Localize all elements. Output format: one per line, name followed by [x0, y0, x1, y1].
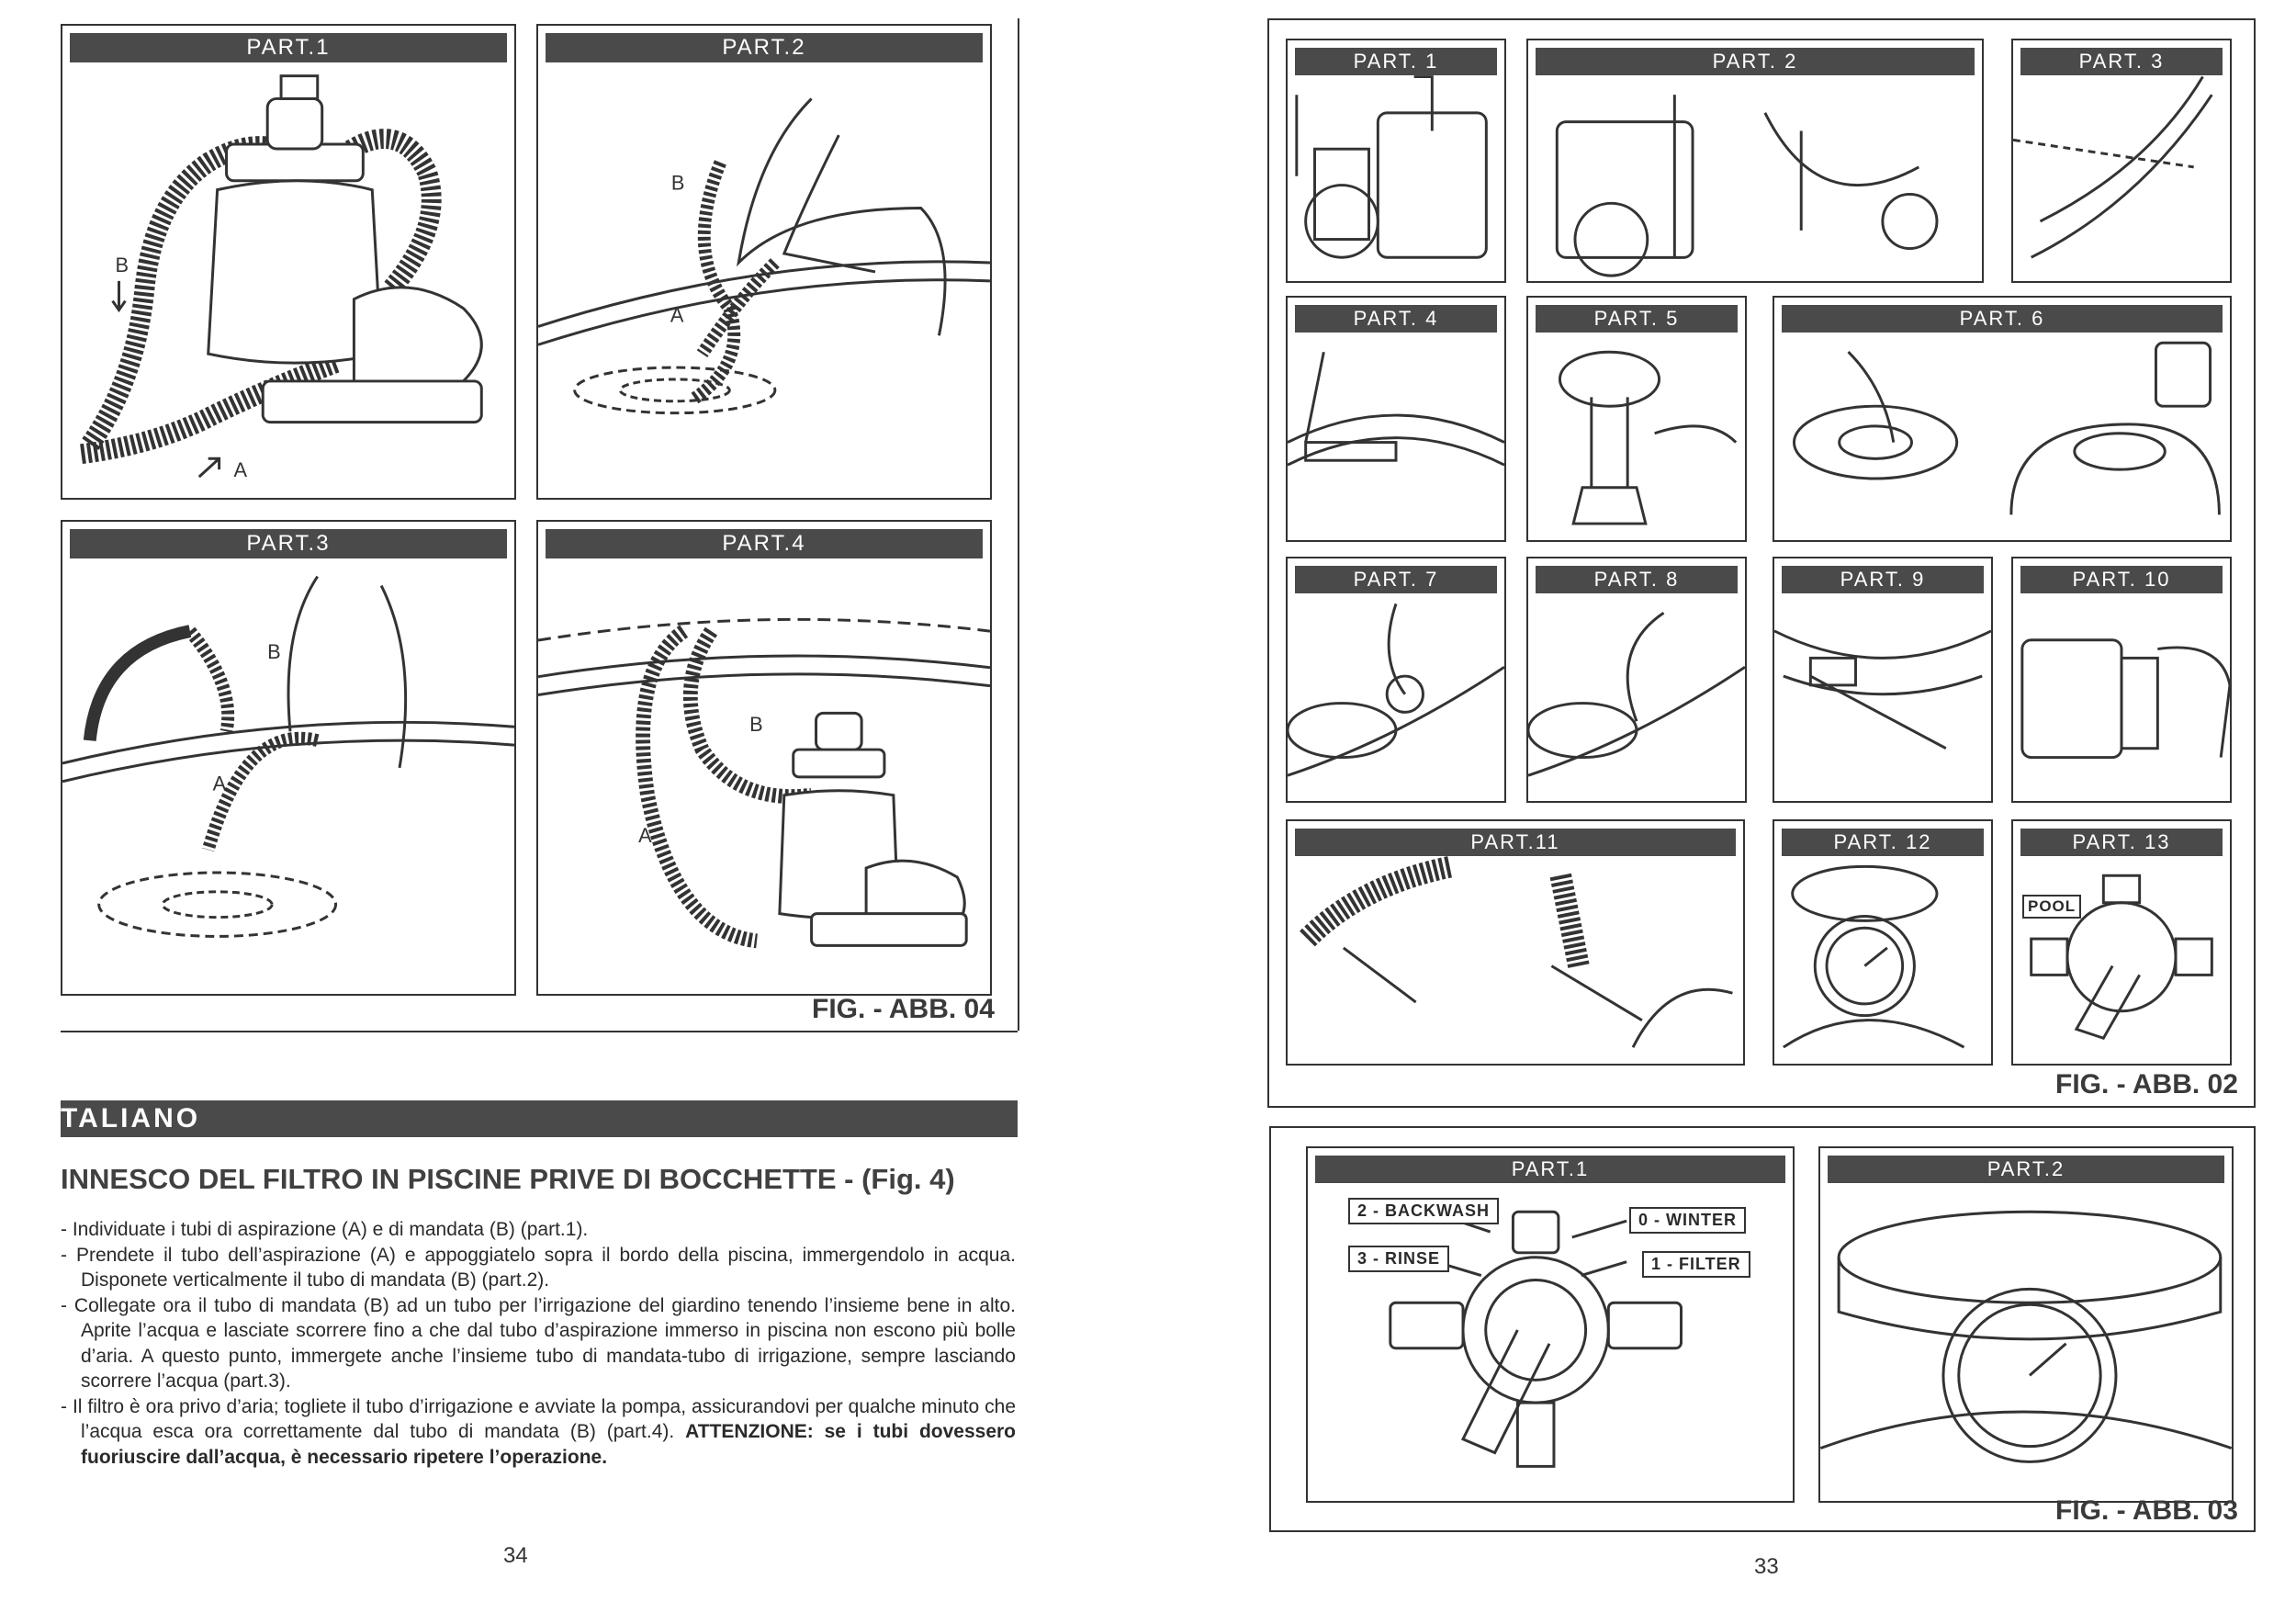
page-right-rule [1018, 18, 1019, 1031]
p4-b-label: B [749, 713, 763, 736]
fig02-part-12: PART. 12 [1773, 819, 1993, 1066]
instruction-3: - Collegate ora il tubo di mandata (B) a… [61, 1294, 1016, 1393]
clamp-ring-illustration [1288, 351, 1504, 467]
lateral-assembly-illustration [1558, 350, 1738, 525]
p3-b-label: B [267, 640, 281, 663]
fig02-part-9: PART. 9 [1773, 557, 1993, 803]
pressure-gauge-illustration [1783, 864, 1965, 1049]
fig03-frame [1269, 1126, 2256, 1532]
instruction-1: - Individuate i tubi di aspirazione (A) … [61, 1219, 589, 1240]
left-part-3-panel: PART.3 B A [61, 520, 516, 996]
fig02-part-6: PART. 6 [1773, 296, 2232, 542]
p1-a-label: A [233, 458, 247, 481]
left-part-4-panel: PART.4 B A [536, 520, 992, 996]
p3-a-label: A [213, 773, 227, 795]
tank-rim-illustration [2013, 75, 2213, 259]
rim-clean-illustration [1288, 603, 1504, 777]
fig02-part-2-title: PART. 2 [1536, 48, 1975, 75]
fig02-part-11: PART.11 [1286, 819, 1745, 1066]
fig03-part-1-title: PART.1 [1315, 1156, 1785, 1183]
sand-fill-illustration [1792, 341, 2221, 515]
fig02-part-4: PART. 4 [1286, 296, 1506, 542]
fig02-part-8: PART. 8 [1526, 557, 1747, 803]
left-fig-rule [61, 1031, 1018, 1032]
fig02-label: FIG. - ABB. 02 [2055, 1069, 2238, 1100]
fig03-label: FIG. - ABB. 03 [2055, 1495, 2238, 1526]
left-fig-label: FIG. - ABB. 04 [812, 994, 995, 1024]
gauge-detail-illustration [1820, 1210, 2232, 1463]
fig02-part-5-title: PART. 5 [1536, 305, 1738, 333]
pool-label: POOL [2022, 895, 2082, 919]
left-part-2-title: PART.2 [546, 33, 983, 62]
fig02-part-7: PART. 7 [1286, 557, 1506, 803]
fig02-part-12-title: PART. 12 [1782, 829, 1984, 856]
filter-running-illustration: B A [538, 617, 990, 949]
p2-a-label: A [670, 303, 684, 326]
p4-a-label: A [638, 824, 652, 847]
fig02-frame [1267, 18, 2256, 1108]
fig02-part-1: PART. 1 [1286, 39, 1506, 283]
fig02-part-2: PART. 2 [1526, 39, 1984, 283]
garden-hose-illustration: B A [62, 575, 514, 938]
fig02-part-8-title: PART. 8 [1536, 566, 1738, 593]
hose-clamp-illustration [1300, 855, 1733, 1048]
p2-b-label: B [671, 172, 685, 195]
fig02-part-5: PART. 5 [1526, 296, 1747, 542]
filter-label: 1 - FILTER [1642, 1251, 1750, 1278]
instruction-2: - Prendete il tubo dell’aspirazione (A) … [61, 1244, 1016, 1291]
left-part-4-title: PART.4 [546, 529, 983, 558]
fig02-part-11-title: PART.11 [1295, 829, 1736, 856]
port-connect-illustration [2020, 638, 2230, 760]
fig02-part-10-title: PART. 10 [2020, 566, 2223, 593]
instructions-body: - Individuate i tubi di aspirazione (A) … [61, 1217, 1016, 1470]
sand-filter-illustration: B A [79, 74, 483, 481]
fig02-part-4-title: PART. 4 [1295, 305, 1497, 333]
left-page-number: 34 [503, 1543, 528, 1568]
fig02-part-9-title: PART. 9 [1782, 566, 1984, 593]
fig03-part-2: PART.2 [1818, 1146, 2234, 1503]
valve-top-illustration [2030, 874, 2213, 1041]
fig02-part-10: PART. 10 [2011, 557, 2232, 803]
fig03-part-1: PART.1 2 - BACKWASH 3 - RINSE 0 - WINTER… [1306, 1146, 1795, 1503]
valve-closeup-illustration [1295, 75, 1488, 259]
instructions-heading: INNESCO DEL FILTRO IN PISCINE PRIVE DI B… [61, 1163, 955, 1195]
section-title: TALIANO [61, 1100, 1018, 1137]
hose-in-pool-illustration: B A [538, 97, 990, 415]
fig02-part-3-title: PART. 3 [2020, 48, 2223, 75]
left-part-1-panel: PART.1 B A [61, 24, 516, 500]
backwash-label: 2 - BACKWASH [1348, 1198, 1500, 1224]
clamp-tighten-illustration [1774, 629, 1991, 750]
warning-text: ATTENZIONE: se i tubi dovessero fuoriusc… [81, 1421, 1016, 1468]
instruction-4: - Il filtro è ora privo d’aria; togliete… [61, 1395, 1016, 1468]
fig02-part-13-title: PART. 13 [2020, 829, 2223, 856]
fig02-part-6-title: PART. 6 [1782, 305, 2223, 333]
oring-illustration [1528, 612, 1745, 777]
right-page-number: 33 [1754, 1554, 1779, 1579]
left-part-2-panel: PART.2 B A [536, 24, 992, 500]
left-part-1-title: PART.1 [70, 33, 507, 62]
left-part-3-title: PART.3 [70, 529, 507, 558]
fig02-part-7-title: PART. 7 [1295, 566, 1497, 593]
fig02-part-1-title: PART. 1 [1295, 48, 1497, 75]
winter-label: 0 - WINTER [1629, 1207, 1746, 1234]
fig03-part-2-title: PART.2 [1828, 1156, 2224, 1183]
fig02-part-13: PART. 13 POOL [2011, 819, 2232, 1066]
clamp-removal-illustration [1555, 95, 1939, 277]
fig02-part-3: PART. 3 [2011, 39, 2232, 283]
rinse-label: 3 - RINSE [1348, 1246, 1450, 1272]
p1-b-label: B [116, 254, 129, 276]
